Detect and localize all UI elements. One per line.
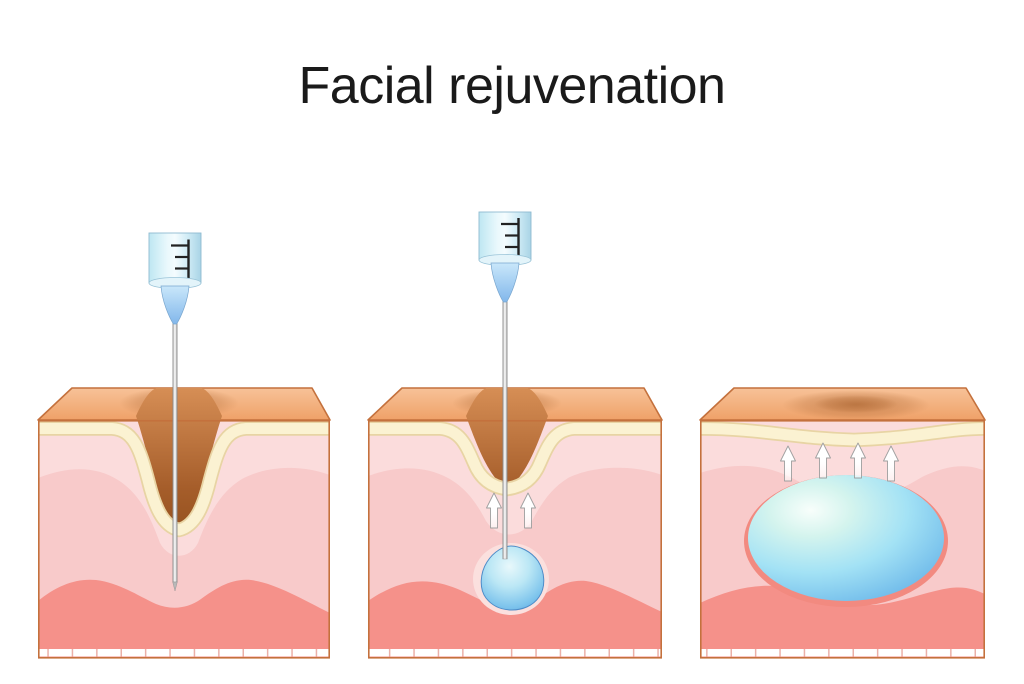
skin-block-step2: [367, 211, 663, 659]
epidermis-layer: [38, 423, 330, 536]
syringe-scale-marks: [501, 218, 520, 256]
page-title: Facial rejuvenation: [298, 57, 726, 115]
filler-droplet: [480, 545, 545, 611]
subcutis-layer: [368, 580, 662, 658]
filler-implant: [748, 475, 944, 601]
skin-block-step1: [37, 232, 331, 659]
syringe: [478, 211, 532, 303]
block-outline: [367, 419, 662, 659]
wrinkle-fold: [136, 388, 222, 529]
skin-block-step3: [699, 387, 986, 659]
subcutis-layer: [38, 579, 330, 658]
syringe: [148, 232, 202, 325]
epidermis-layer: [699, 423, 986, 446]
muscle-fascia-layer: [39, 649, 329, 657]
block-outline: [699, 419, 985, 659]
syringe-scale-marks: [171, 239, 190, 279]
syringe-hub: [490, 262, 520, 303]
needle: [502, 298, 508, 560]
muscle-fascia-layer: [701, 649, 984, 657]
subcutis-layer: [700, 585, 985, 658]
muscle-fascia-layer: [369, 649, 661, 657]
needle: [172, 320, 178, 592]
residual-dimple-shadow: [782, 390, 930, 420]
block-outline: [37, 419, 330, 659]
syringe-hub: [160, 285, 190, 325]
